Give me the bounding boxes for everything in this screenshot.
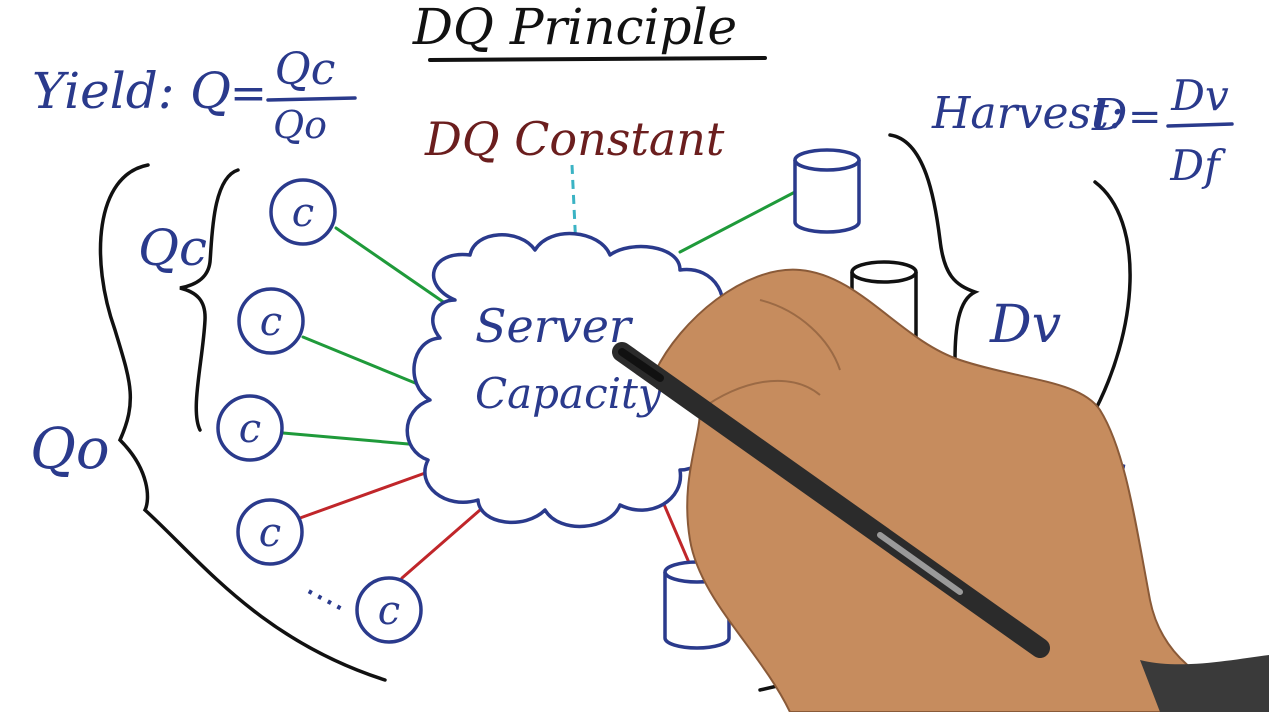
link-client-3 [281, 431, 422, 447]
yield-den: Qo [273, 103, 327, 147]
clients: c c c c c [216, 178, 423, 644]
yield-var: Q [190, 62, 231, 120]
server-cloud: Server Capacity [405, 231, 737, 529]
constant-arrow-shaft [570, 164, 580, 291]
client-4-label: c [259, 510, 281, 556]
link-client-2 [301, 335, 422, 387]
harvest-eq: = [1128, 94, 1162, 140]
link-client-5 [400, 508, 482, 580]
dv-label: Dv [989, 295, 1061, 355]
qo-label: Qo [30, 417, 110, 482]
harvest-num: Dv [1170, 71, 1229, 120]
pen [612, 342, 1050, 658]
title-underline [428, 56, 767, 62]
link-client-1 [334, 226, 457, 312]
presenter-hand [653, 268, 1269, 712]
link-db-1 [678, 190, 797, 254]
server-label-line2: Capacity [475, 369, 663, 418]
harvest-var: D [1091, 90, 1127, 141]
yield-label: Yield: [32, 62, 175, 120]
db-1 [793, 148, 861, 234]
client-5-label: c [378, 588, 400, 634]
harvest-fraction-bar [1166, 122, 1234, 128]
yield-num: Qc [275, 44, 336, 95]
yield-eq: = [230, 68, 267, 119]
qc-brace [179, 168, 240, 432]
harvest-den: Df [1169, 141, 1226, 190]
yield-formula: Yield: Q = Qc Qo [32, 44, 357, 147]
client-2-label: c [260, 299, 282, 345]
client-2: c [237, 287, 305, 355]
server-label-line1: Server [475, 299, 634, 353]
harvest-formula: Harvest: D = Dv Df [931, 71, 1234, 190]
client-3: c [216, 394, 284, 462]
client-ellipsis: ···· [296, 573, 353, 629]
harvest-label: Harvest: [931, 88, 1124, 139]
qc-label: Qc [138, 219, 207, 277]
client-1-label: c [292, 190, 314, 236]
title: DQ Principle [412, 0, 737, 56]
client-5: c [355, 576, 423, 644]
link-db-5 [658, 493, 692, 567]
client-1: c [269, 178, 337, 246]
qo-brace [98, 163, 387, 682]
link-client-4 [298, 470, 430, 520]
yield-fraction-bar [266, 96, 357, 102]
client-4: c [236, 498, 304, 566]
client-3-label: c [239, 406, 261, 452]
dq-constant-label: DQ Constant [424, 112, 725, 166]
